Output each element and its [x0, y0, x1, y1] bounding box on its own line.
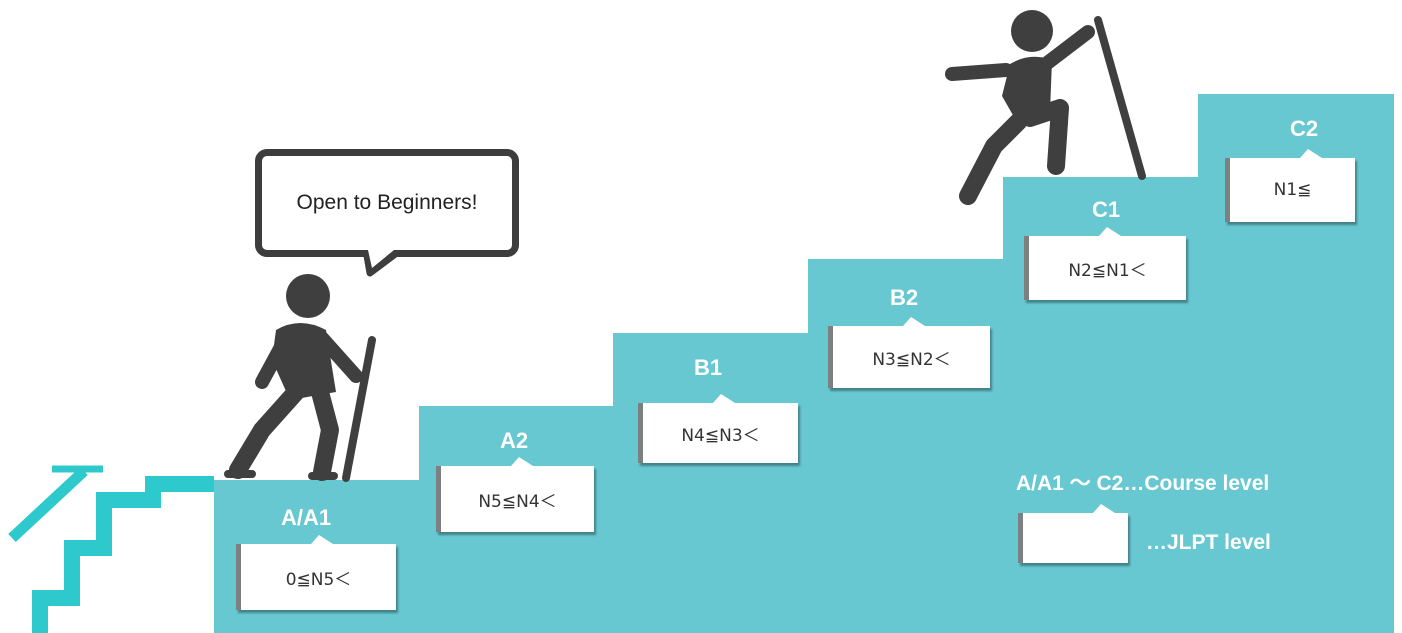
- jlpt-card-c1: N2≦N1＜: [1024, 227, 1186, 300]
- decorative-slash-icon: [8, 466, 88, 543]
- jlpt-level-c1: N2≦N1＜: [1068, 260, 1147, 281]
- legend-course-level: A/A1 ～ C2…Course level: [1016, 472, 1270, 495]
- course-level-a-a1: A/A1: [280, 505, 332, 530]
- course-level-c1: C1: [1091, 197, 1121, 222]
- jlpt-level-b2: N3≦N2＜: [872, 349, 951, 370]
- speech-bubble-text: Open to Beginners!: [296, 191, 478, 214]
- jlpt-level-a2: N5≦N4＜: [478, 491, 557, 512]
- jlpt-card-a2: N5≦N4＜: [436, 457, 594, 532]
- speech-bubble: [255, 149, 519, 257]
- legend-jlpt-card-swatch: [1018, 504, 1128, 563]
- course-level-b2: B2: [889, 285, 919, 310]
- course-level-c2: C2: [1289, 116, 1319, 141]
- jlpt-card-b2: N3≦N2＜: [828, 317, 990, 388]
- jlpt-level-a-a1: 0≦N5＜: [285, 569, 352, 590]
- course-level-a2: A2: [499, 428, 529, 453]
- speech-bubble-tail-cover: [368, 250, 394, 268]
- decorative-stairs-line: [32, 476, 214, 633]
- legend-jlpt-level: …JLPT level: [1146, 531, 1271, 554]
- jlpt-level-b1: N4≦N3＜: [681, 425, 760, 446]
- climber-hiker-icon: [945, 10, 1146, 205]
- course-level-b1: B1: [693, 355, 723, 380]
- jlpt-card-c2: N1≦: [1225, 149, 1355, 222]
- jlpt-card-a-a1: 0≦N5＜: [236, 535, 396, 610]
- jlpt-level-c2: N1≦: [1273, 180, 1312, 200]
- beginner-hiker-icon: [224, 274, 376, 482]
- jlpt-card-b1: N4≦N3＜: [638, 394, 798, 463]
